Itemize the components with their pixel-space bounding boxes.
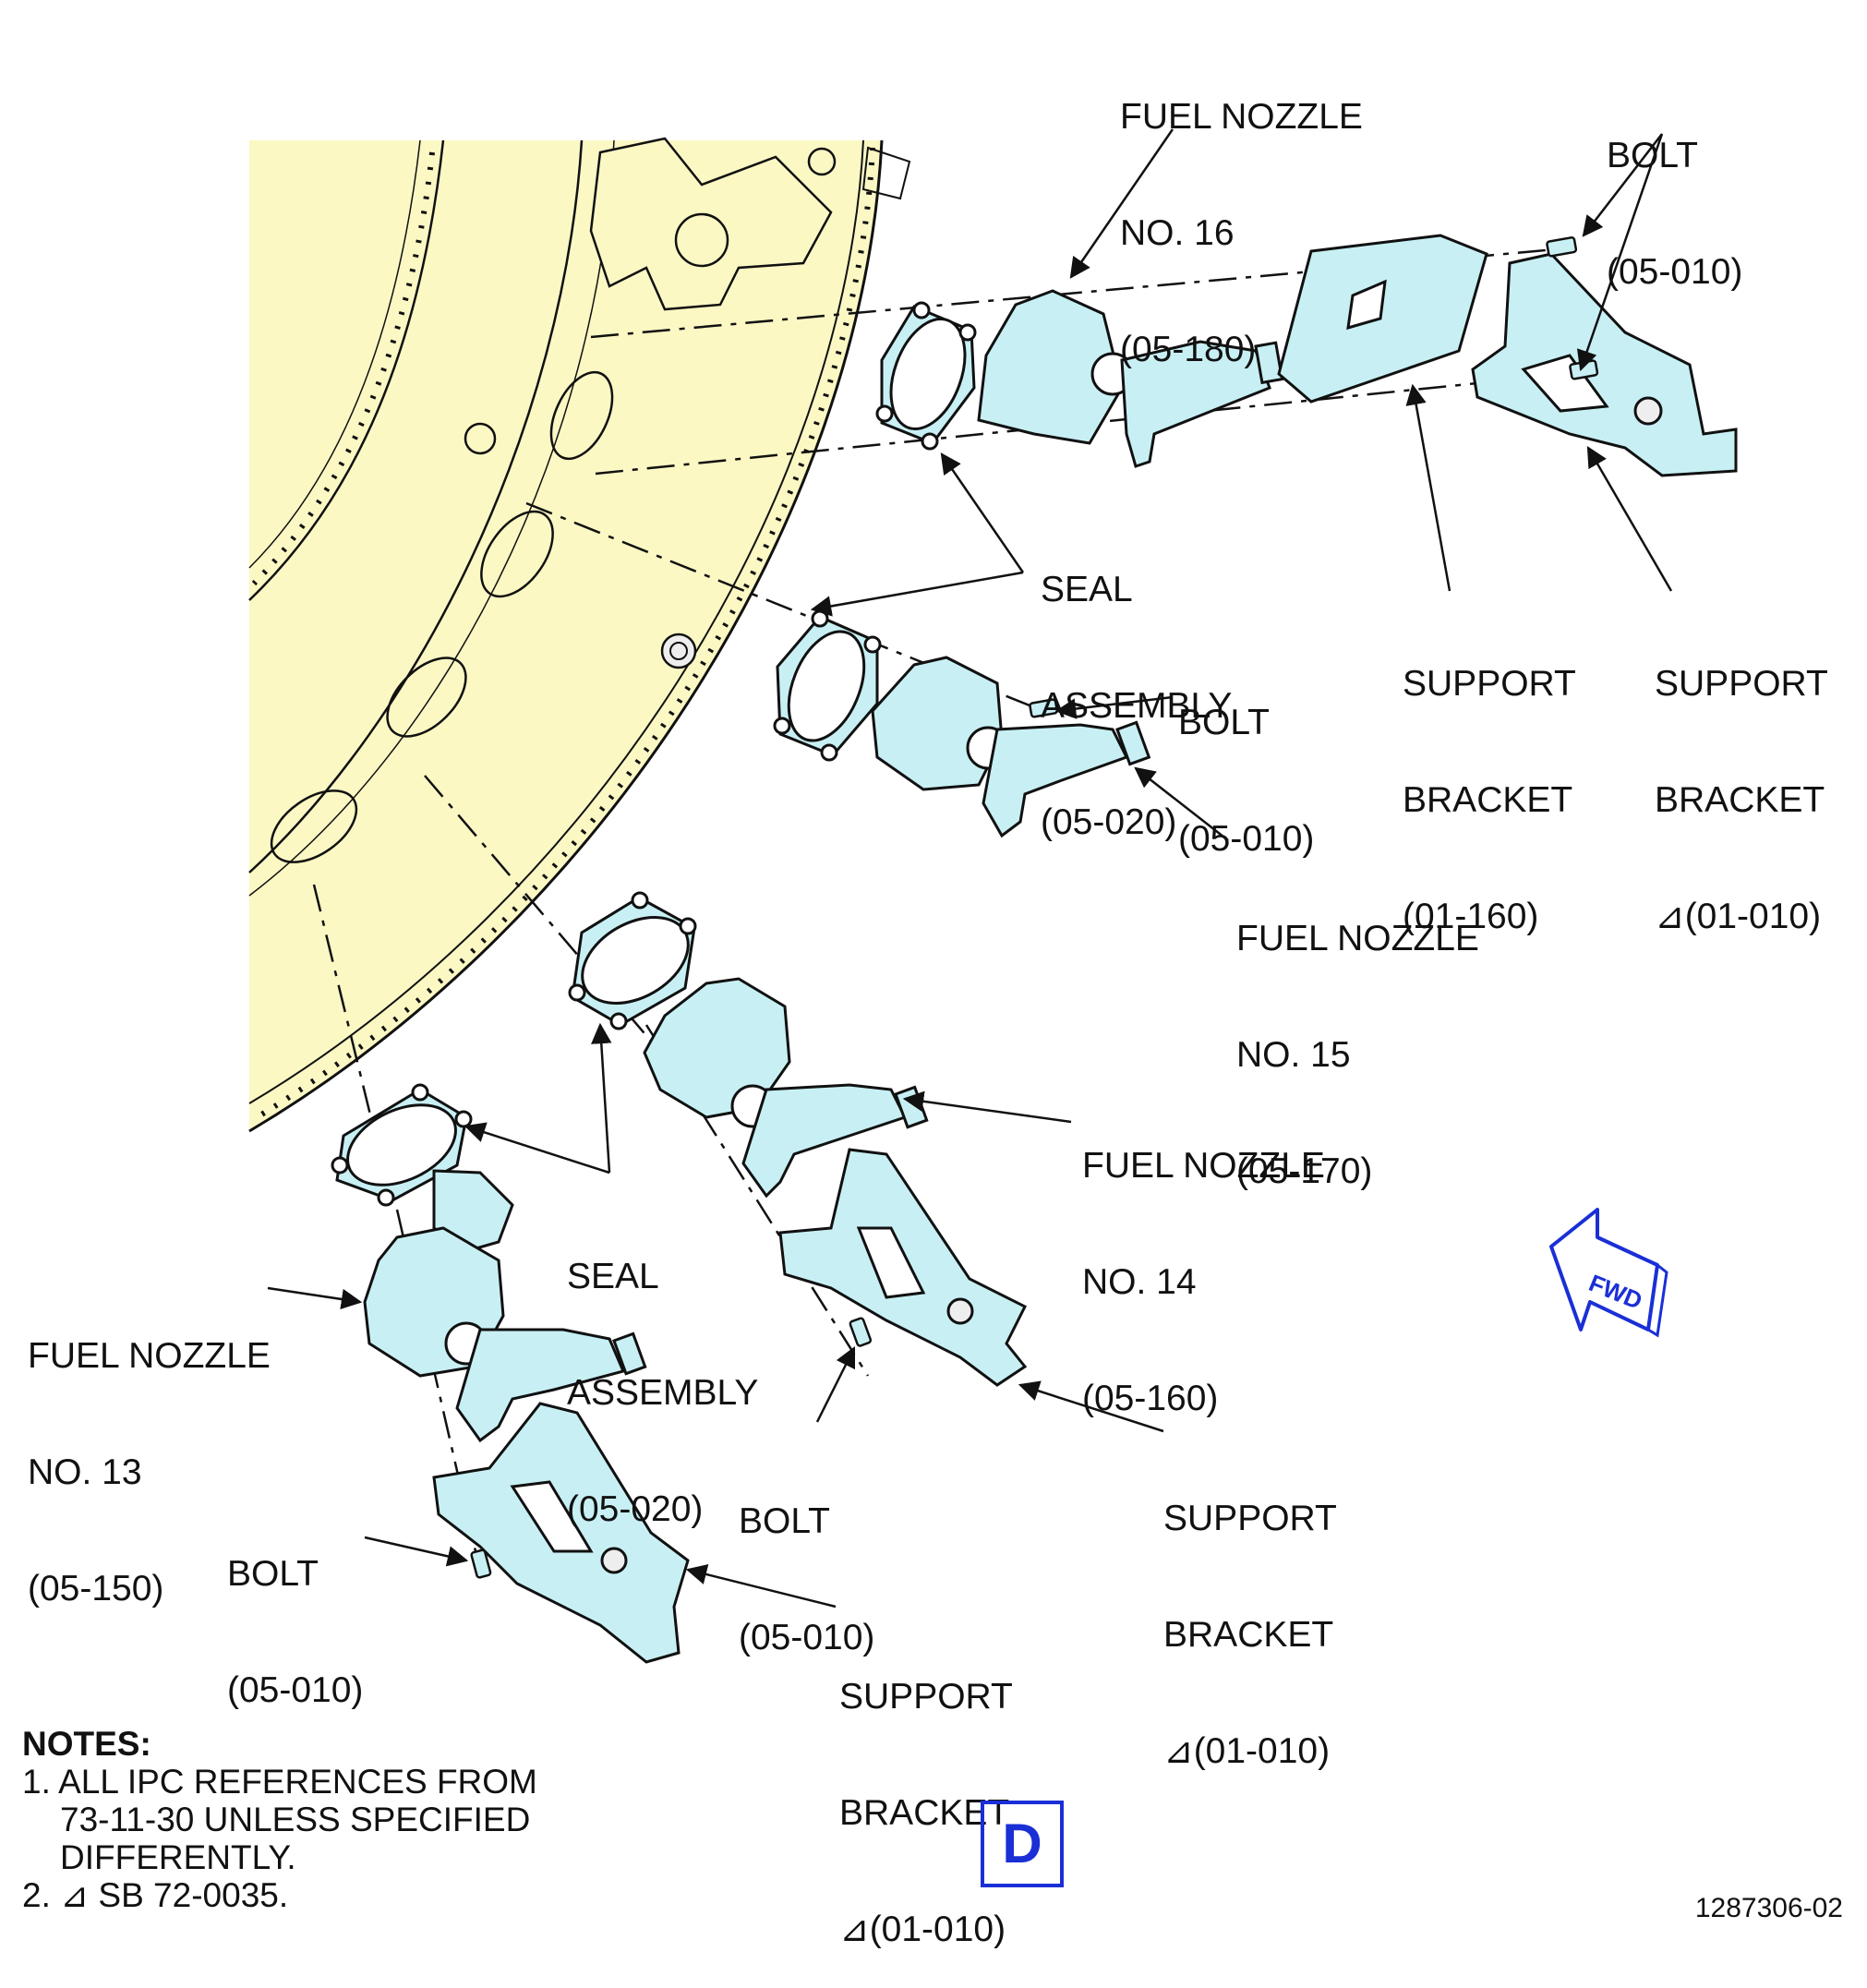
sb-flag-icon: ⊿ bbox=[1655, 896, 1685, 937]
label-line: BRACKET bbox=[1163, 1615, 1334, 1655]
sb-flag-icon: ⊿ bbox=[839, 1909, 870, 1950]
label-fuel-nozzle-13: FUEL NOZZLE NO. 13 (05-150) bbox=[28, 1259, 271, 1647]
label-line: BOLT bbox=[1607, 136, 1698, 175]
label-ref: (01-010) bbox=[1684, 897, 1822, 936]
support-bracket-top-right bbox=[1471, 252, 1738, 477]
label-support-bracket-lower-right: SUPPORT BRACKET ⊿(01-010) bbox=[1163, 1422, 1337, 1810]
label-fuel-nozzle-15: FUEL NOZZLE NO. 15 (05-170) bbox=[1236, 842, 1479, 1230]
label-line: BOLT bbox=[739, 1501, 830, 1541]
label-line: NO. 14 bbox=[1082, 1262, 1197, 1302]
label-support-bracket-top-right: SUPPORT BRACKET ⊿(01-010) bbox=[1655, 587, 1828, 975]
label-line: (01-160) bbox=[1403, 897, 1539, 936]
label-seal-assembly-top: SEAL ASSEMBLY (05-020) bbox=[1041, 493, 1232, 881]
fuel-nozzle-16 bbox=[977, 289, 1284, 468]
label-support-bracket-bottom: SUPPORT BRACKET ⊿(01-010) bbox=[839, 1600, 1013, 1988]
label-line: BOLT bbox=[1178, 703, 1270, 742]
fuel-nozzle-13 bbox=[363, 1169, 647, 1443]
fwd-direction-arrow bbox=[1549, 1208, 1668, 1338]
support-bracket-bottom bbox=[432, 1402, 690, 1664]
label-line: (05-170) bbox=[1236, 1151, 1373, 1191]
notes-heading: NOTES: bbox=[22, 1725, 151, 1763]
label-bolt-lower-center: BOLT (05-010) bbox=[739, 1425, 874, 1696]
label-bolt-bottom-left: BOLT (05-010) bbox=[227, 1477, 363, 1749]
view-label: D bbox=[981, 1801, 1064, 1887]
label-line: SUPPORT bbox=[1403, 664, 1576, 704]
label-line: ASSEMBLY bbox=[1041, 686, 1233, 726]
label-line: (05-010) bbox=[1607, 252, 1743, 292]
figure-number: 1287306-02 bbox=[1694, 1893, 1843, 1923]
label-line: NO. 15 bbox=[1236, 1035, 1351, 1075]
label-ref: (01-010) bbox=[1193, 1731, 1331, 1771]
fuel-nozzle-15 bbox=[871, 656, 1151, 838]
support-bracket-lower-right bbox=[778, 1148, 1028, 1387]
label-line: ⊿(01-010) bbox=[1655, 898, 1828, 936]
seal-assembly-lower bbox=[568, 891, 697, 1030]
support-bracket-01-160 bbox=[1277, 234, 1488, 404]
exploded-view-illustration bbox=[248, 128, 1738, 1664]
label-line: NO. 16 bbox=[1120, 213, 1235, 253]
label-line: FUEL NOZZLE bbox=[28, 1336, 271, 1376]
seal-assembly-middle bbox=[773, 609, 882, 762]
label-line: SUPPORT bbox=[839, 1677, 1013, 1717]
leader-arrows bbox=[267, 128, 1673, 1608]
label-line: (05-020) bbox=[1041, 802, 1177, 842]
label-line: BRACKET bbox=[1403, 780, 1573, 820]
combustor-casing bbox=[248, 137, 911, 1133]
label-line: ⊿(01-010) bbox=[1163, 1732, 1337, 1771]
label-line: (05-020) bbox=[567, 1489, 704, 1529]
label-fuel-nozzle-14: FUEL NOZZLE NO. 14 (05-160) bbox=[1082, 1069, 1325, 1457]
label-line: (05-010) bbox=[739, 1618, 875, 1657]
label-bolt-middle: BOLT (05-010) bbox=[1178, 626, 1314, 898]
label-fuel-nozzle-16: FUEL NOZZLE NO. 16 (05-180) bbox=[1120, 20, 1363, 408]
label-line: SUPPORT bbox=[1163, 1499, 1337, 1538]
label-line: SEAL bbox=[1041, 570, 1133, 609]
label-line: ASSEMBLY bbox=[567, 1373, 759, 1413]
label-support-bracket-01-160: SUPPORT BRACKET (01-160) bbox=[1403, 587, 1576, 975]
notes-block: NOTES: 1. ALL IPC REFERENCES FROM 73-11-… bbox=[22, 1725, 537, 1914]
label-seal-assembly-bottom: SEAL ASSEMBLY (05-020) bbox=[567, 1180, 758, 1568]
note-1-line-2: 73-11-30 UNLESS SPECIFIED bbox=[60, 1801, 531, 1838]
note-1-line-1: 1. ALL IPC REFERENCES FROM bbox=[22, 1763, 537, 1801]
label-line: FUEL NOZZLE bbox=[1120, 97, 1363, 137]
label-line: (05-160) bbox=[1082, 1379, 1219, 1418]
label-line: SEAL bbox=[567, 1257, 659, 1296]
seal-assembly-top bbox=[875, 301, 977, 451]
label-line: FUEL NOZZLE bbox=[1082, 1146, 1325, 1186]
label-bolt-top: BOLT (05-010) bbox=[1607, 59, 1742, 331]
label-line: FUEL NOZZLE bbox=[1236, 919, 1479, 958]
label-line: SUPPORT bbox=[1655, 664, 1828, 704]
sb-flag-icon: ⊿ bbox=[1163, 1730, 1194, 1772]
label-line: (05-180) bbox=[1120, 330, 1257, 369]
label-line: BOLT bbox=[227, 1554, 319, 1594]
label-ref: (01-010) bbox=[869, 1910, 1006, 1949]
label-line: BRACKET bbox=[1655, 780, 1825, 820]
label-line: ⊿(01-010) bbox=[839, 1910, 1013, 1949]
note-1-line-3: DIFFERENTLY. bbox=[60, 1838, 296, 1876]
label-line: NO. 13 bbox=[28, 1452, 142, 1492]
label-line: (05-150) bbox=[28, 1569, 164, 1608]
note-2: 2. ⊿ SB 72-0035. bbox=[22, 1876, 289, 1914]
label-line: (05-010) bbox=[227, 1670, 364, 1710]
label-line: (05-010) bbox=[1178, 819, 1315, 859]
